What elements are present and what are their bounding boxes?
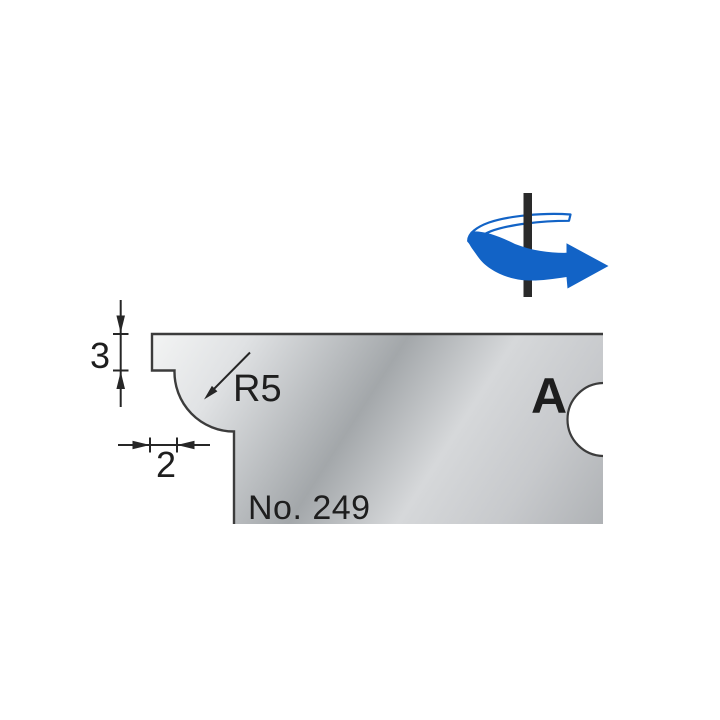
product-number-label: No. 249 — [248, 489, 371, 527]
rotation-ribbon-front — [468, 231, 609, 289]
radius-leader — [204, 351, 251, 400]
knife-plate — [152, 334, 603, 524]
radius-label: R5 — [233, 368, 282, 410]
height-dimension-label: 3 — [90, 335, 110, 376]
rotation-arrow-icon — [467, 193, 609, 297]
profile-outline — [150, 332, 603, 524]
knife-profile-shape — [150, 332, 603, 524]
profile-letter-label: A — [531, 368, 567, 424]
width-dimension — [118, 437, 210, 453]
knife-mounting-hole-icon — [566, 381, 603, 458]
width-dimension-label: 2 — [156, 444, 176, 485]
spindle-axis-bar — [523, 193, 532, 297]
height-dimension — [113, 300, 129, 407]
